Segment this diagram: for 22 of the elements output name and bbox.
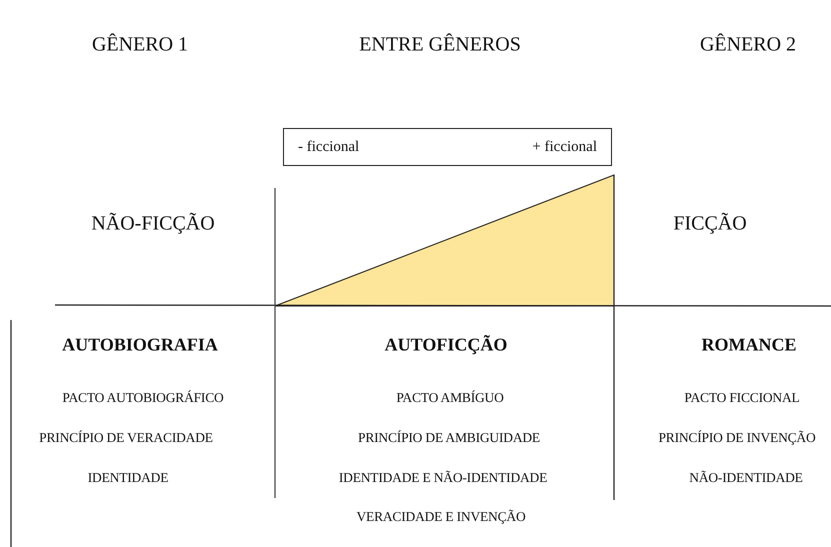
- feature-text: PACTO FICCIONAL: [684, 390, 800, 406]
- scale-label: - ficcional: [298, 138, 360, 156]
- category-heading: GÊNERO 2: [700, 34, 796, 56]
- category-heading: NÃO-FICÇÃO: [91, 212, 215, 236]
- feature-text: NÃO-IDENTIDADE: [689, 470, 803, 486]
- feature-text: PACTO AMBÍGUO: [396, 390, 504, 406]
- scale-box: [283, 128, 612, 166]
- feature-text: PACTO AUTOBIOGRÁFICO: [62, 390, 224, 406]
- genre-heading: AUTOBIOGRAFIA: [62, 334, 218, 356]
- category-heading: GÊNERO 1: [92, 34, 188, 56]
- genre-heading: AUTOFICÇÃO: [384, 334, 508, 356]
- feature-text: VERACIDADE E INVENÇÃO: [356, 509, 526, 525]
- feature-text: PRINCÍPIO DE AMBIGUIDADE: [358, 430, 540, 446]
- feature-text: PRINCÍPIO DE VERACIDADE: [39, 430, 213, 446]
- category-heading: FICÇÃO: [673, 212, 747, 236]
- feature-text: PRINCÍPIO DE INVENÇÃO: [658, 430, 816, 446]
- genre-heading: ROMANCE: [702, 334, 796, 356]
- feature-text: IDENTIDADE E NÃO-IDENTIDADE: [338, 470, 548, 486]
- feature-text: IDENTIDADE: [88, 470, 168, 486]
- fiction-gradient-triangle: [274, 174, 614, 306]
- category-heading: ENTRE GÊNEROS: [359, 34, 521, 56]
- scale-label: + ficcional: [532, 138, 597, 156]
